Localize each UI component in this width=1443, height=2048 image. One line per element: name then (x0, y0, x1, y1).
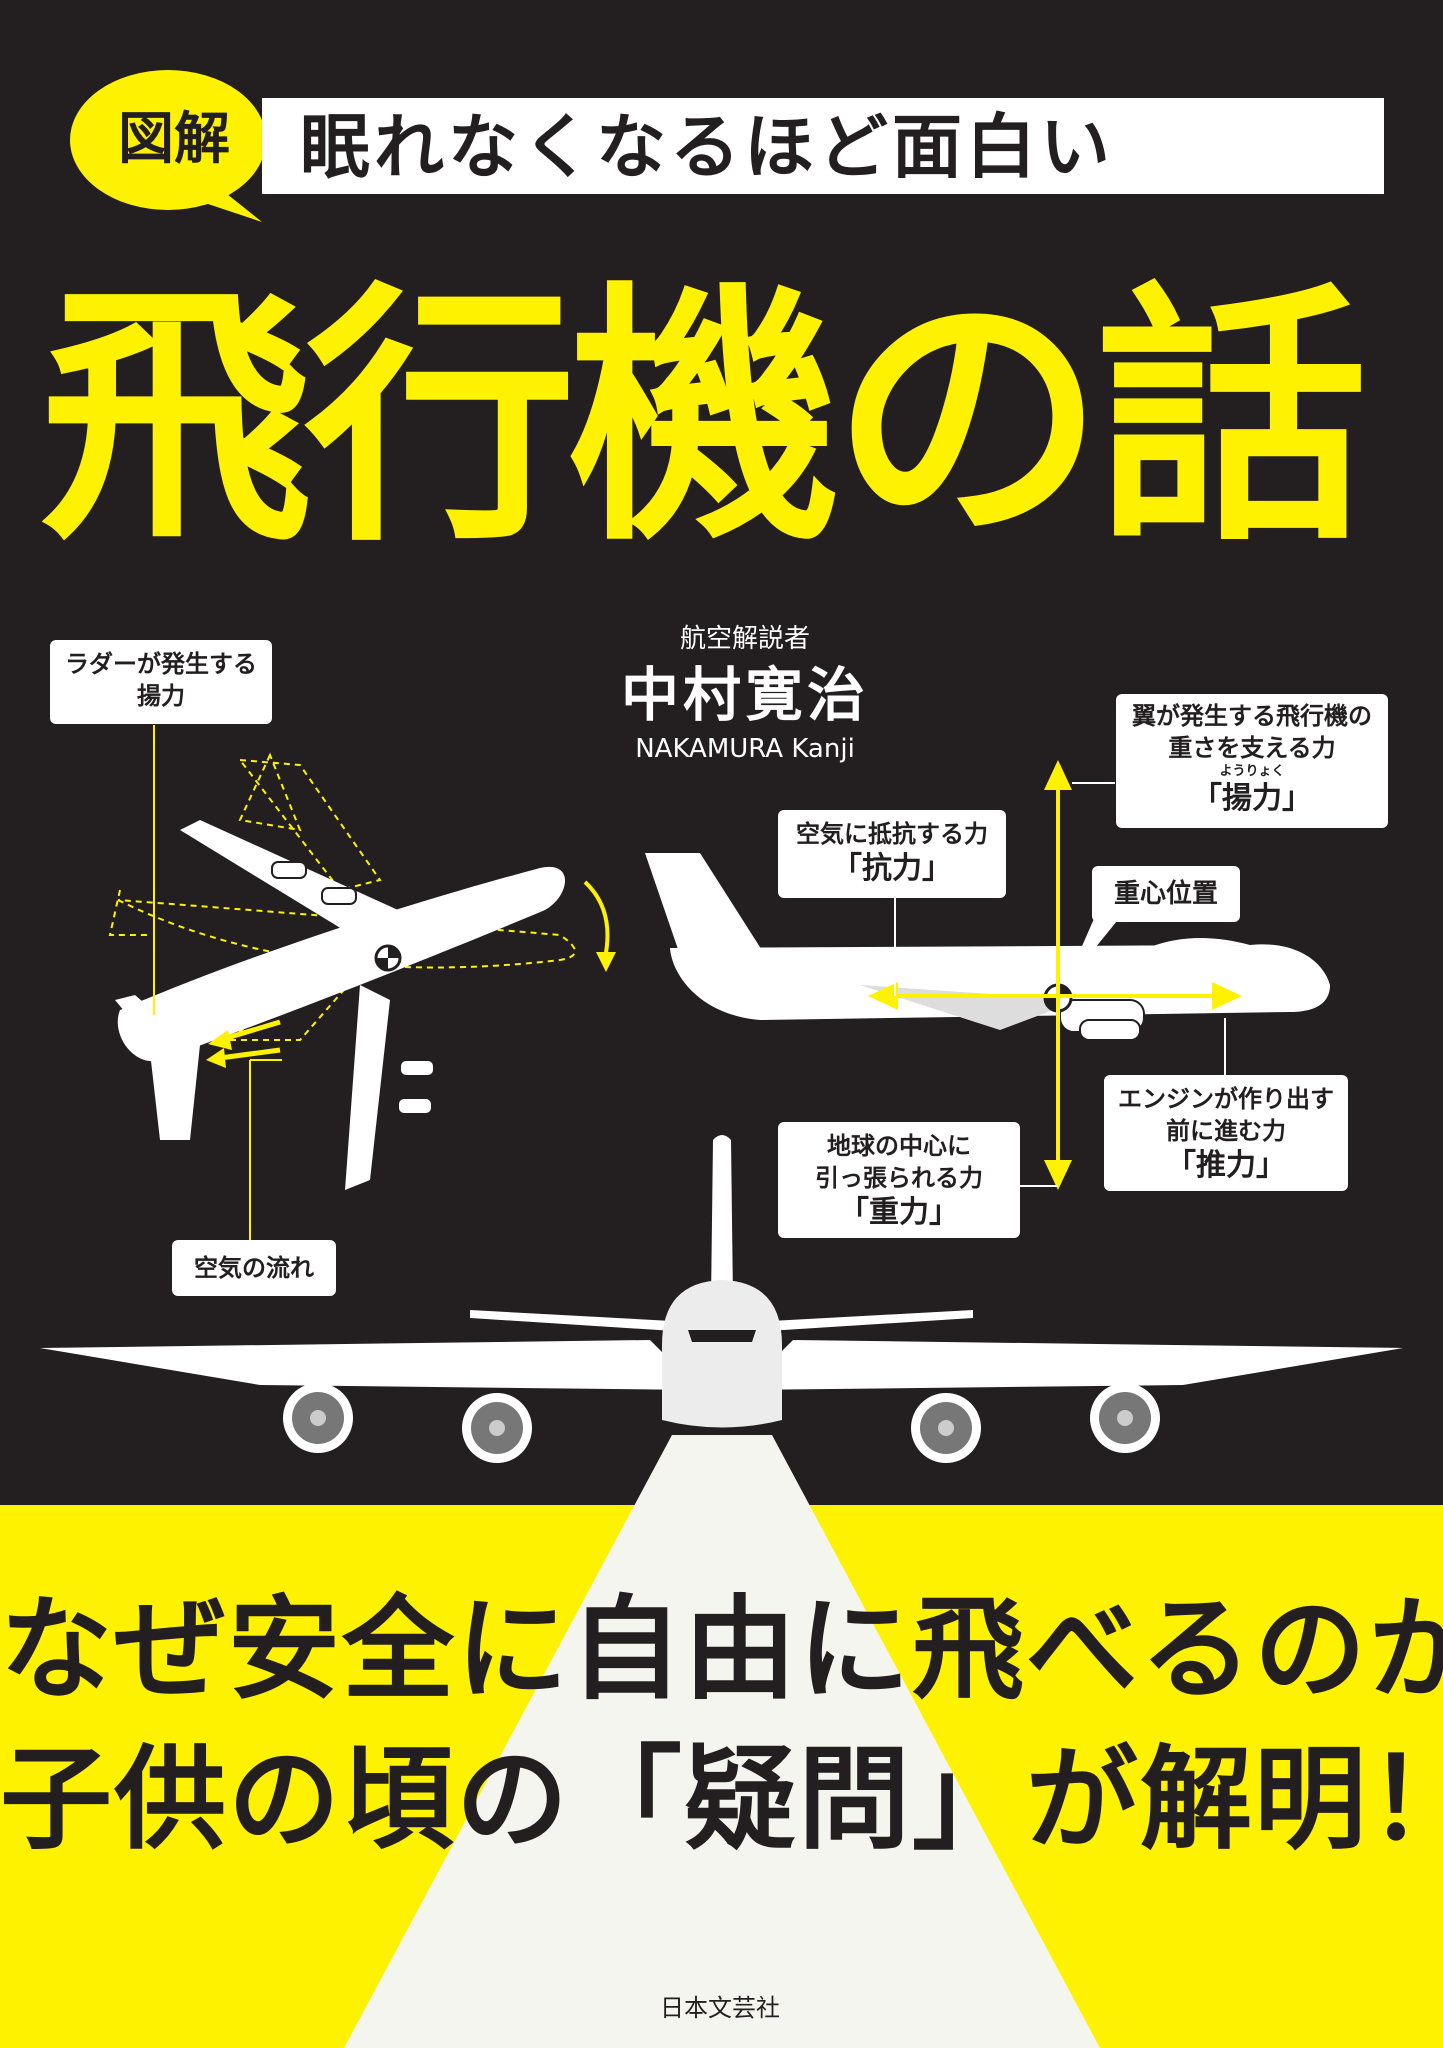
author-label: 航空解説者 (679, 624, 810, 654)
callout-line: 「重力」 (839, 1195, 959, 1230)
callout-leaders (153, 725, 282, 1240)
callout-line: 「揚力」 (1192, 781, 1312, 816)
callout-gravity: 地球の中心に 引っ張られる力 「重力」 (778, 1122, 1020, 1238)
series-title: 眠れなくなるほど面白い (300, 106, 1114, 188)
callout-ruby: ようりょく (1219, 764, 1285, 779)
callout-rudder-lift: ラダーが発生する 揚力 (50, 640, 272, 724)
speech-bubble-badge-icon (70, 70, 266, 222)
publisher: 日本文芸社 (660, 1994, 780, 2022)
author-name: 中村寛治 (620, 661, 869, 729)
jet-engine-icon (283, 1383, 1160, 1463)
callout-line: 引っ張られる力 (815, 1164, 983, 1192)
callout-line: 地球の中心に (827, 1132, 971, 1160)
book-title: 飛行機の話 (40, 262, 1368, 578)
callout-cg: 重心位置 (1092, 866, 1240, 922)
callout-thrust: エンジンが作り出す 前に進む力 「推力」 (1104, 1075, 1348, 1191)
author-roman: NAKAMURA Kanji (635, 734, 855, 764)
callout-airflow: 空気の流れ (172, 1240, 336, 1296)
callout-lift: 翼が発生する飛行機の 重さを支える力 ようりょく 「揚力」 (1116, 694, 1388, 828)
series-band (262, 98, 1384, 194)
callout-line: 「推力」 (1166, 1148, 1286, 1183)
callout-leaders-side (894, 782, 1226, 1187)
airplane-top-view-icon (108, 752, 576, 1190)
callout-line: 翼が発生する飛行機の (1132, 702, 1372, 730)
callout-line: 重さを支える力 (1168, 734, 1336, 762)
rotation-arrow-icon (583, 880, 610, 959)
airplane-front-view-icon (40, 1135, 1403, 1463)
callout-line: 空気に抵抗する力 (796, 820, 988, 848)
zukai-badge: 図解 (118, 107, 230, 172)
callout-line: 揚力 (137, 682, 185, 710)
callout-line: エンジンが作り出す (1118, 1085, 1334, 1113)
callout-drag: 空気に抵抗する力 「抗力」 (778, 810, 1006, 898)
light-beam (344, 1435, 1100, 2048)
force-arrows (868, 760, 1242, 1190)
tagline-line-1: なぜ安全に自由に飛べるのか (0, 1585, 1443, 1715)
callout-line: 「抗力」 (832, 851, 952, 886)
callout-line: ラダーが発生する (65, 650, 257, 678)
callout-line: 前に進む力 (1166, 1117, 1286, 1145)
tagline-line-2: 子供の頃の「疑問」が解明！ (0, 1735, 1443, 1865)
airflow-arrows (206, 1019, 281, 1068)
